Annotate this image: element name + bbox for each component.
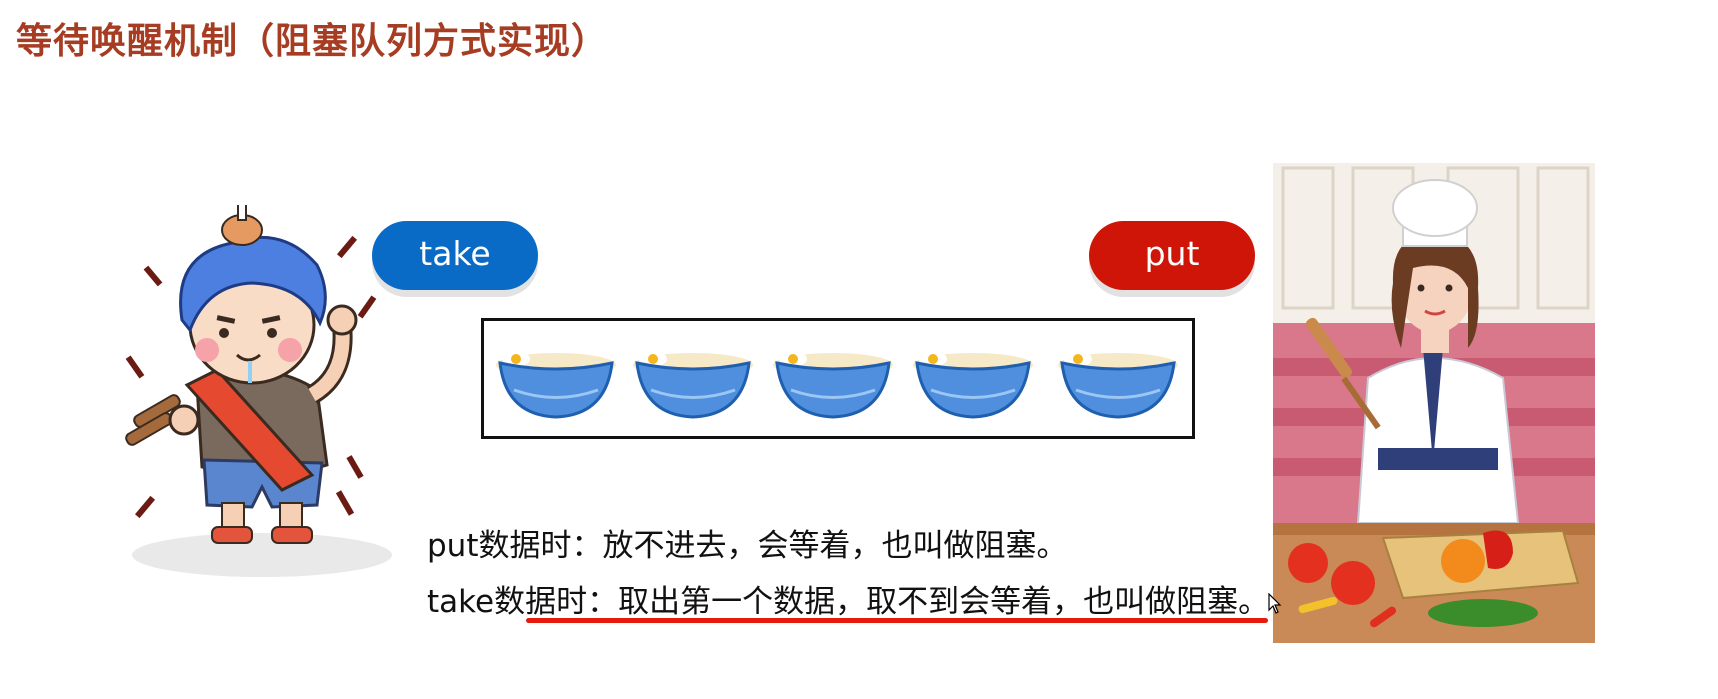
mouse-cursor-icon: [1268, 593, 1282, 615]
noodle-bowl-icon: [1054, 345, 1182, 423]
take-button[interactable]: take: [372, 221, 538, 290]
noodle-bowl-icon: [629, 345, 757, 423]
eater-character-illustration: [112, 205, 412, 585]
chef-illustration: [1273, 163, 1595, 643]
noodle-bowl-icon: [492, 345, 620, 423]
noodle-bowl-icon: [769, 345, 897, 423]
put-button[interactable]: put: [1089, 221, 1255, 290]
noodle-bowl-icon: [909, 345, 1037, 423]
page-title: 等待唤醒机制（阻塞队列方式实现）: [16, 12, 608, 64]
blocking-queue: [481, 318, 1195, 439]
put-description: put数据时：放不进去，会等着，也叫做阻塞。: [427, 520, 1067, 565]
highlight-underline: [526, 618, 1268, 623]
take-description: take数据时：取出第一个数据，取不到会等着，也叫做阻塞。: [427, 576, 1269, 621]
